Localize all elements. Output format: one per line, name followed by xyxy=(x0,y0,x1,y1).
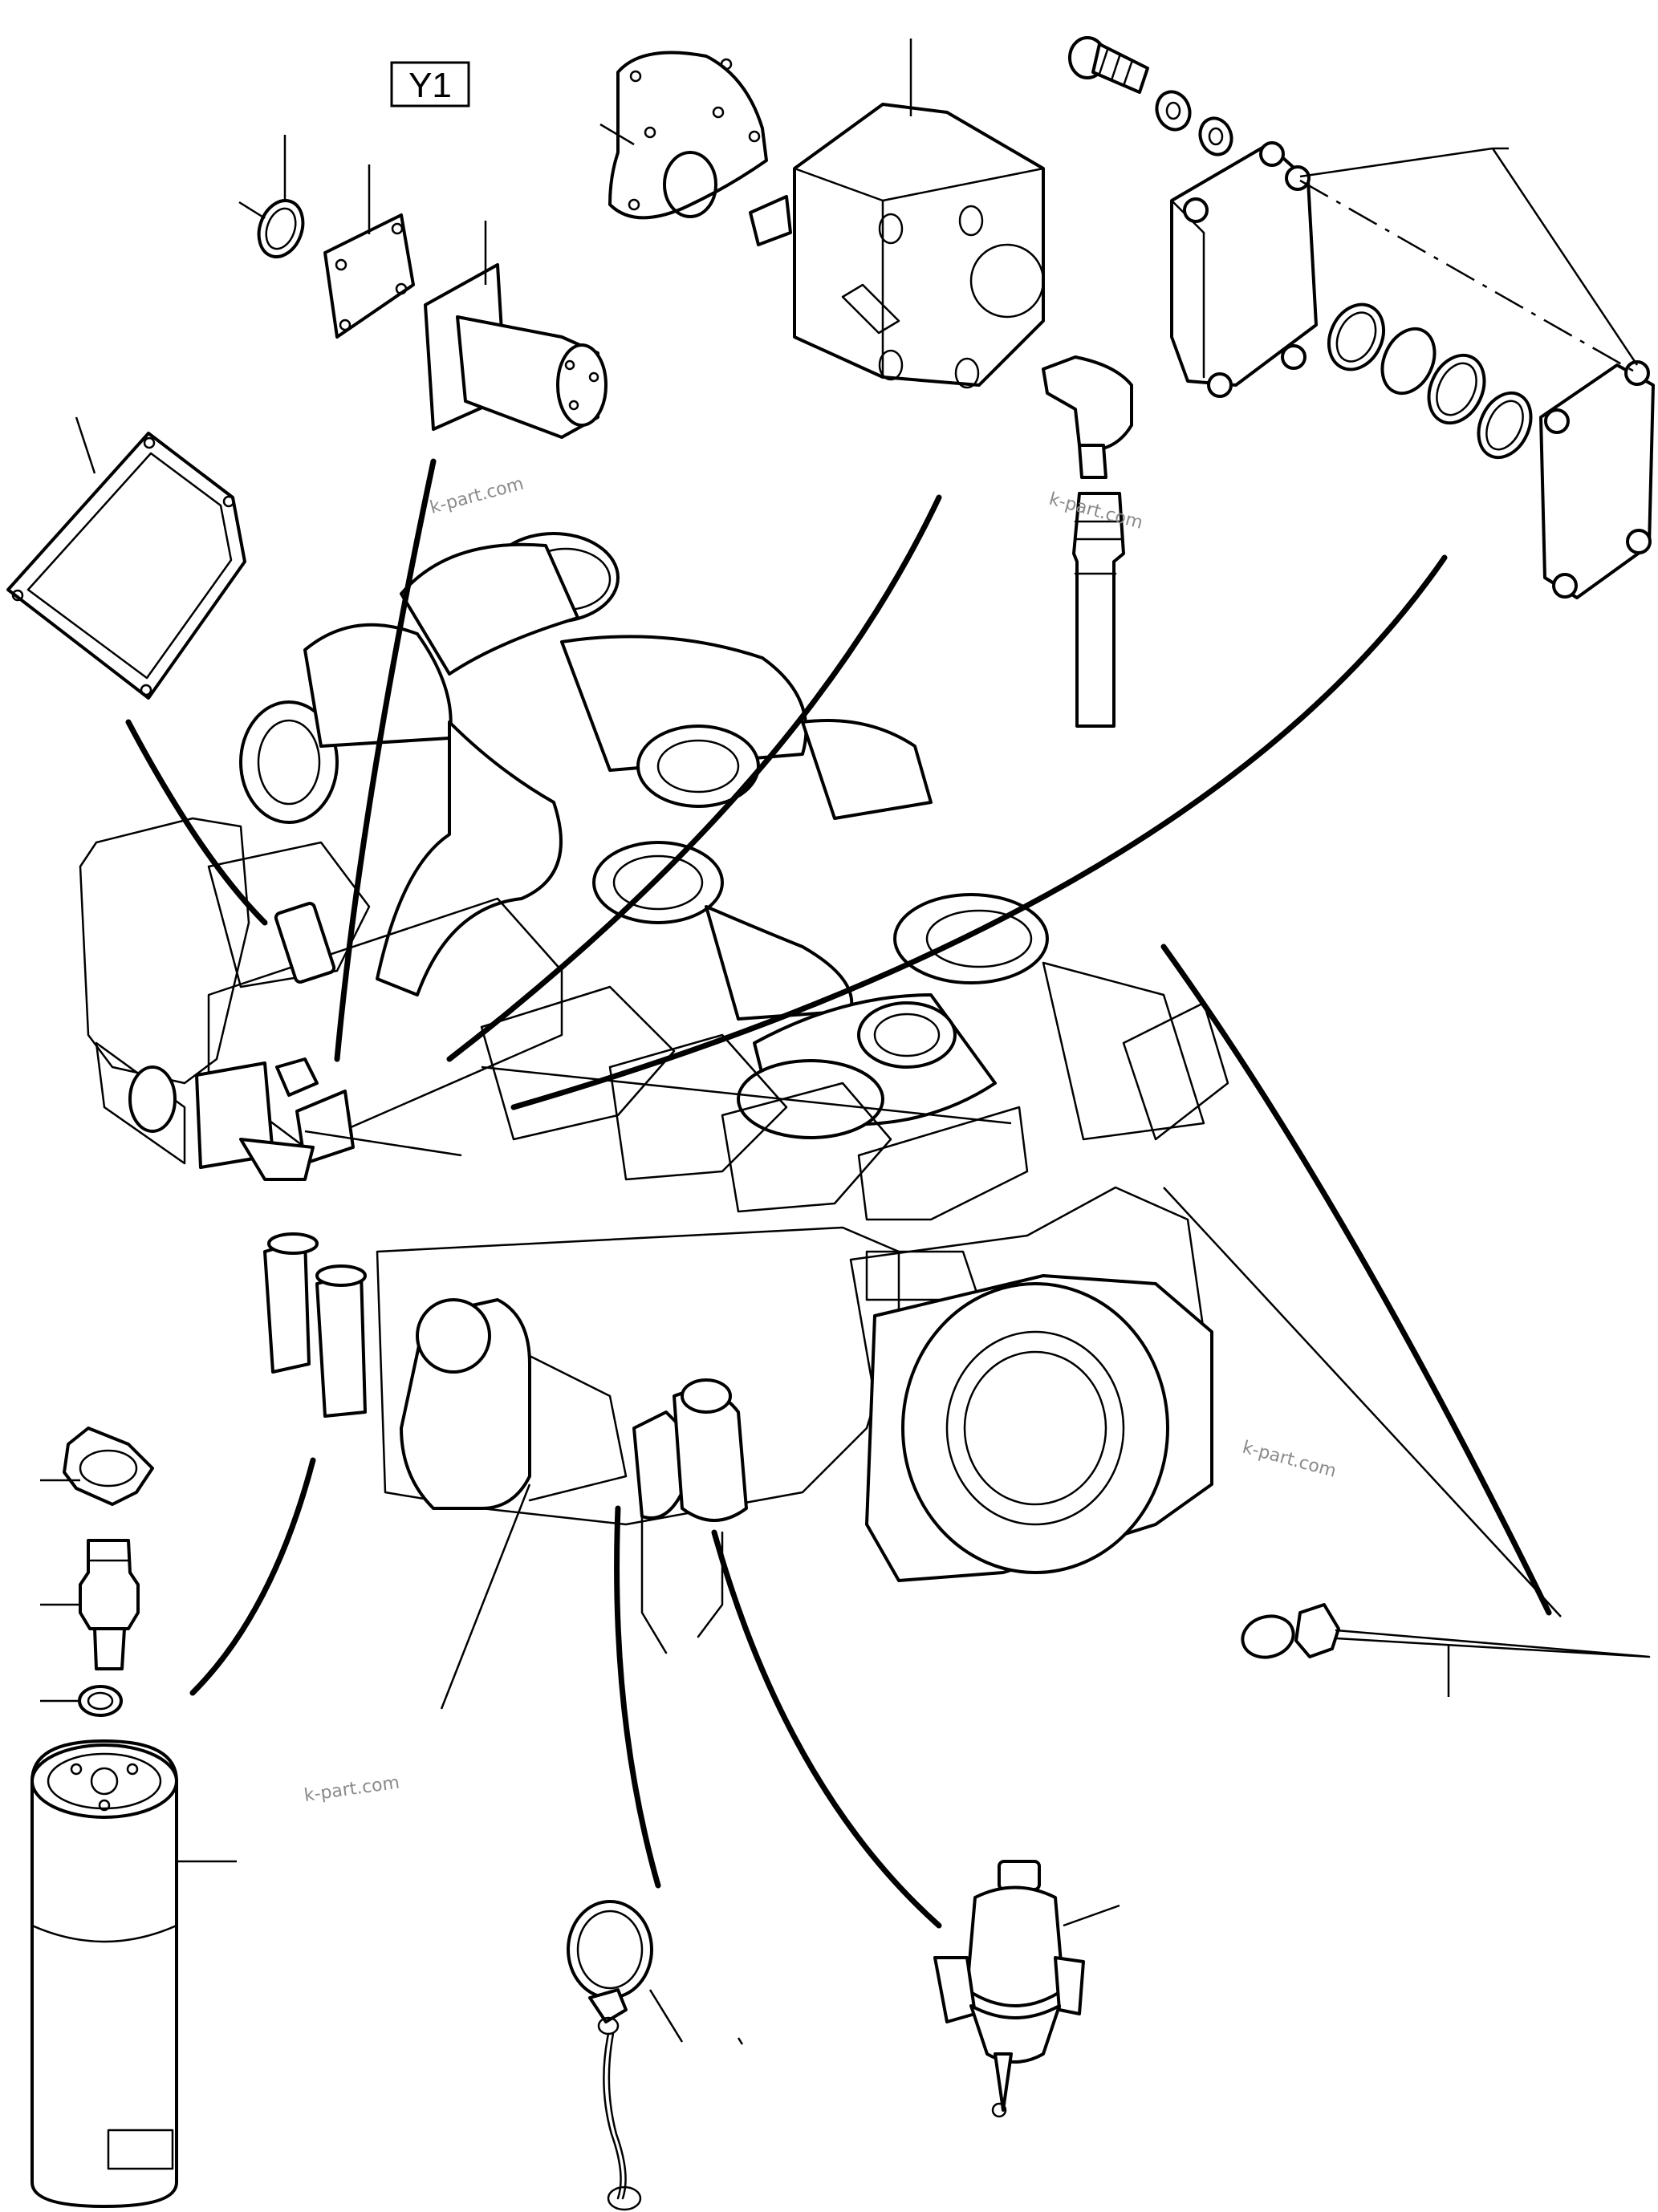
cover-plate-part xyxy=(323,164,415,339)
rocker-cover-gasket-part xyxy=(6,416,246,700)
leader-line xyxy=(1299,147,1493,178)
watermark: k-part.com xyxy=(428,474,526,518)
gear-pump-part xyxy=(749,39,1045,389)
o-ring-set-part xyxy=(1327,302,1533,460)
oil-filter-part xyxy=(30,1739,237,2208)
hose-part xyxy=(1072,492,1125,728)
watermark: k-part.com xyxy=(303,1773,400,1806)
washer-part-2 xyxy=(1198,116,1233,156)
end-cover-part xyxy=(1170,141,1318,398)
diagram-label-text: Y1 xyxy=(408,66,452,105)
engine-assembly xyxy=(79,532,1229,1654)
leader-lines xyxy=(304,1065,1562,1710)
washer-part-1 xyxy=(1155,90,1192,132)
fuel-prefilter-part xyxy=(933,1860,1120,2118)
outer-cover-part xyxy=(1539,360,1655,599)
pointer-arrows xyxy=(125,458,1552,1929)
pressure-sender-part xyxy=(40,1539,140,1670)
auxiliary-pump-part xyxy=(424,221,608,439)
diagram-label: Y1 xyxy=(390,61,470,108)
filler-cap-part xyxy=(567,1900,744,2211)
elbow-fitting-part xyxy=(1042,355,1133,479)
lock-washer-part xyxy=(40,1427,154,1506)
leader-line xyxy=(1491,148,1639,366)
watermark: k-part.com xyxy=(1240,1438,1338,1482)
sealing-ring-part xyxy=(40,1685,123,1717)
pump-flange-part xyxy=(599,51,768,220)
o-ring-part xyxy=(238,135,305,258)
assembly-axis xyxy=(1299,179,1638,375)
screw-part xyxy=(1068,36,1149,94)
dipstick-part xyxy=(1241,1603,1651,1697)
